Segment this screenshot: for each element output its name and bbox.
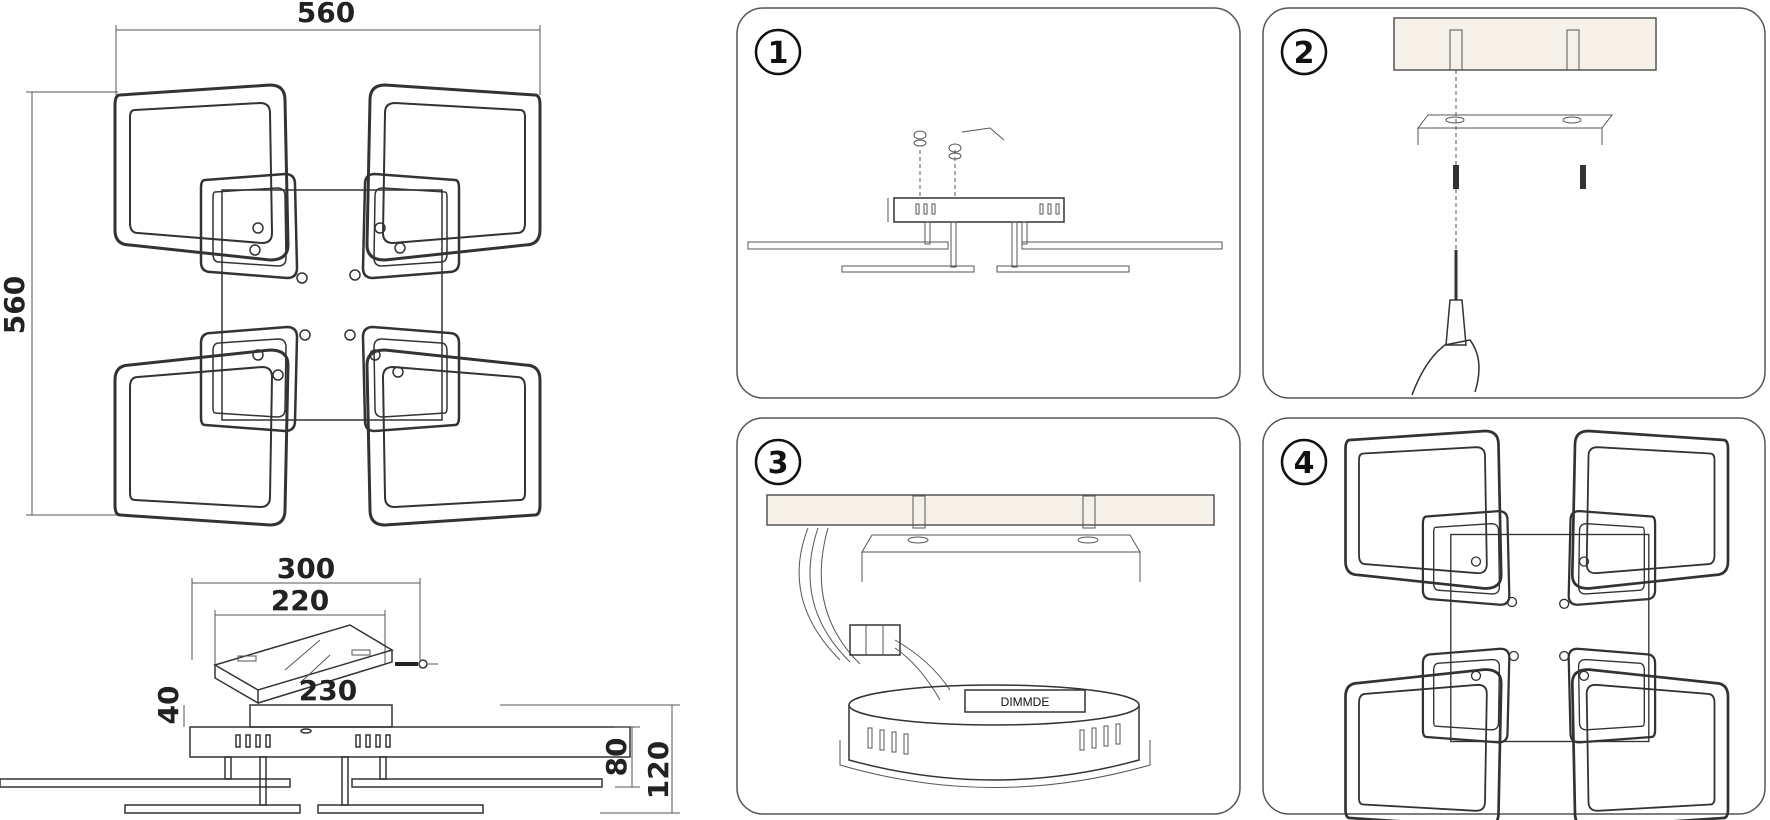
step-badge: [754, 438, 802, 486]
step-badge: [754, 28, 802, 76]
step-3-panel: 3 DIMMDE: [736, 417, 1241, 815]
step-2-panel: 2: [1262, 7, 1766, 399]
dim-bracket-inner: 220: [271, 584, 329, 617]
top-view-drawing: 560 560: [0, 0, 542, 527]
dim-base-width: 230: [299, 674, 357, 707]
step-number: 2: [1294, 36, 1315, 71]
step-1-panel: 1: [736, 7, 1241, 399]
step-number: 1: [768, 36, 789, 71]
dim-total-height: 120: [642, 741, 675, 799]
dim-bracket-height: 40: [152, 686, 185, 725]
dim-left-height: 560: [0, 276, 31, 334]
step-badge: [1280, 438, 1328, 486]
driver-label: DIMMDE: [1001, 695, 1050, 709]
step-number: 3: [768, 446, 789, 481]
step-4-panel: 4: [1262, 417, 1766, 820]
dim-bracket-outer: 300: [277, 552, 335, 585]
dim-top-width: 560: [297, 0, 355, 29]
dim-body-height: 80: [600, 738, 633, 777]
step-number: 4: [1294, 446, 1315, 481]
step-badge: [1280, 28, 1328, 76]
side-view-drawing: 300 220 230 40: [0, 552, 680, 814]
